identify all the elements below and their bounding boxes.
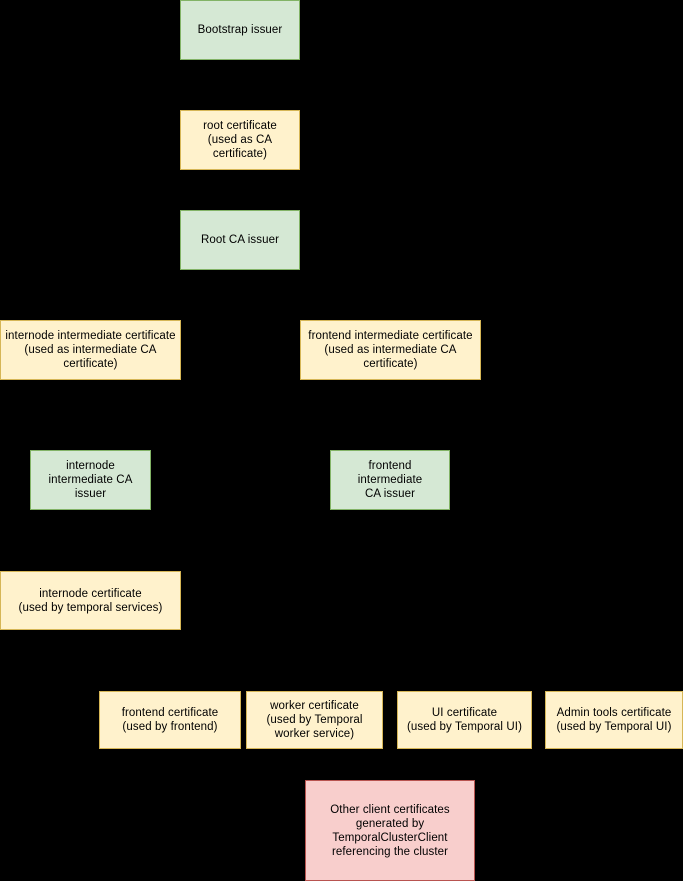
node-frontend-intermediate-certificate[interactable]: frontend intermediate certificate (used … — [300, 320, 481, 380]
arrowhead-icon — [237, 205, 243, 210]
node-label-other-client-certificates: Other client certificates generated by T… — [330, 803, 450, 858]
node-label-internode-intermediate-ca-issuer: internode intermediate CA issuer — [48, 460, 133, 500]
arrowhead-icon — [611, 686, 617, 691]
arrowhead-icon — [88, 445, 94, 450]
node-internode-intermediate-ca-issuer[interactable]: internode intermediate CA issuer — [30, 450, 151, 510]
arrowhead-icon — [88, 566, 94, 571]
node-frontend-intermediate-ca-issuer[interactable]: frontend intermediate CA issuer — [330, 450, 450, 510]
node-root-certificate[interactable]: root certificate (used as CA certificate… — [180, 110, 300, 170]
node-frontend-certificate[interactable]: frontend certificate (used by frontend) — [99, 691, 241, 749]
node-ui-certificate[interactable]: UI certificate (used by Temporal UI) — [397, 691, 532, 749]
arrowhead-icon — [237, 105, 243, 110]
node-label-admin-tools-certificate: Admin tools certificate (used by Tempora… — [556, 707, 672, 733]
arrowhead-icon — [462, 686, 468, 691]
arrowhead-icon — [387, 445, 393, 450]
arrowhead-icon — [388, 315, 394, 320]
node-label-worker-certificate: worker certificate (used by Temporal wor… — [266, 700, 363, 740]
node-label-frontend-intermediate-certificate: frontend intermediate certificate (used … — [308, 330, 473, 370]
node-label-frontend-certificate: frontend certificate (used by frontend) — [121, 707, 219, 733]
node-internode-certificate[interactable]: internode certificate (used by temporal … — [0, 571, 181, 630]
node-bootstrap-issuer[interactable]: Bootstrap issuer — [180, 0, 300, 60]
arrowhead-icon — [312, 686, 318, 691]
node-label-internode-intermediate-certificate: internode intermediate certificate (used… — [5, 330, 176, 370]
arrowhead-icon — [88, 315, 94, 320]
node-label-root-ca-issuer: Root CA issuer — [200, 234, 280, 246]
arrowhead-icon — [167, 686, 173, 691]
node-label-root-certificate: root certificate (used as CA certificate… — [203, 120, 277, 160]
node-worker-certificate[interactable]: worker certificate (used by Temporal wor… — [246, 691, 383, 749]
node-label-ui-certificate: UI certificate (used by Temporal UI) — [406, 707, 523, 733]
node-internode-intermediate-certificate[interactable]: internode intermediate certificate (used… — [0, 320, 181, 380]
node-label-frontend-intermediate-ca-issuer: frontend intermediate CA issuer — [357, 460, 423, 500]
node-admin-tools-certificate[interactable]: Admin tools certificate (used by Tempora… — [545, 691, 683, 749]
node-label-bootstrap-issuer: Bootstrap issuer — [197, 24, 283, 36]
node-label-internode-certificate: internode certificate (used by temporal … — [18, 587, 163, 614]
node-other-client-certificates[interactable]: Other client certificates generated by T… — [305, 780, 475, 881]
arrowhead-icon — [387, 775, 393, 780]
node-root-ca-issuer[interactable]: Root CA issuer — [180, 210, 300, 270]
